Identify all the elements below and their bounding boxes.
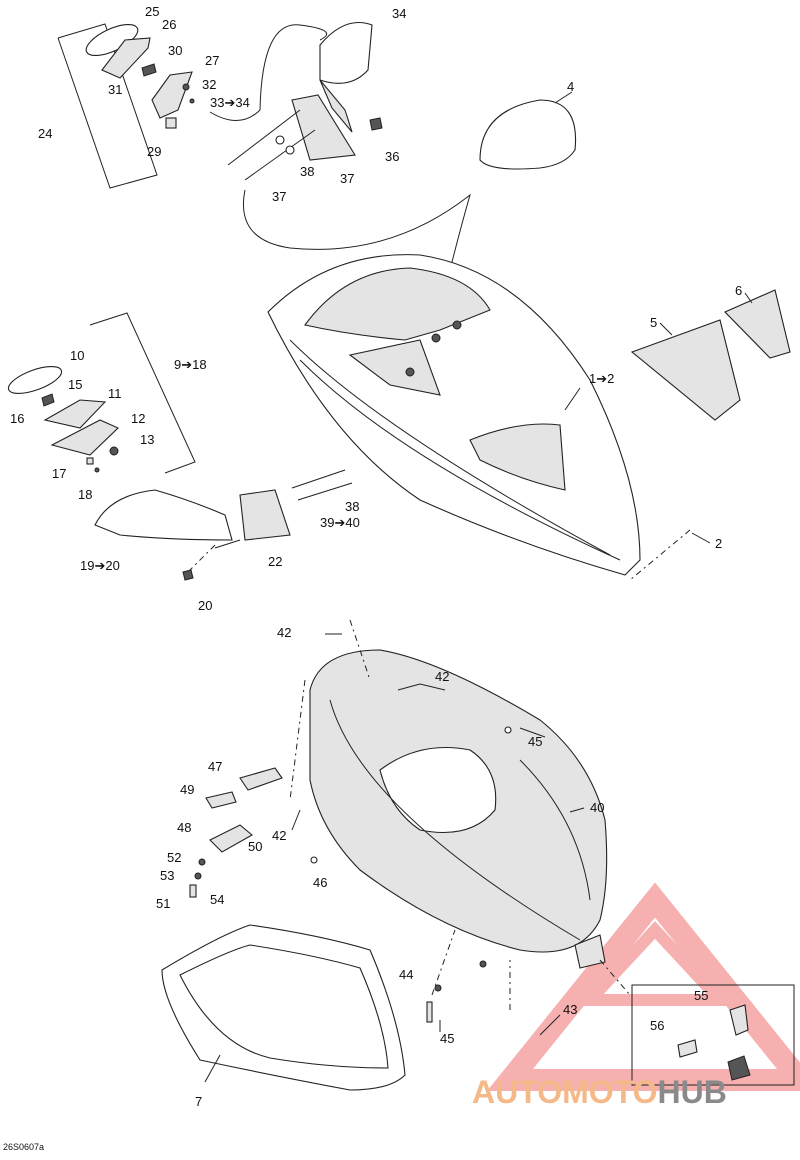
watermark-part2: HUB <box>657 1074 727 1110</box>
part-6-panel <box>724 289 791 359</box>
callout-47: 48 <box>177 820 192 835</box>
callout-50: 51 <box>156 896 171 911</box>
callout-33-34: 34 <box>392 6 407 21</box>
callout-38-mid: 39➔40 <box>320 515 360 530</box>
callout-4: 4 <box>567 79 575 94</box>
callout-12: 12 <box>131 411 146 426</box>
bolt-38-left <box>297 482 353 501</box>
callout-34: 36 <box>385 149 400 164</box>
callout-43: 44 <box>399 967 414 982</box>
callout-17: 17 <box>52 466 67 481</box>
callout-25: 26 <box>162 17 177 32</box>
callout-39-40: 40 <box>590 800 605 815</box>
leader-dash <box>189 544 216 571</box>
callout-19-20: 19➔20 <box>80 558 120 573</box>
screw-44 <box>426 1001 433 1023</box>
leader-dash <box>431 929 456 996</box>
callout-37-top: 37 <box>272 189 287 204</box>
callout-42-top: 42 <box>435 669 450 684</box>
callout-40: 42 <box>277 625 292 640</box>
callout-55: 56 <box>650 1018 665 1033</box>
seal-7 <box>161 924 406 1091</box>
callout-45-right: 45 <box>528 734 543 749</box>
latch-parts <box>189 767 283 898</box>
inset-parts <box>677 1004 751 1081</box>
callout-44: 45 <box>440 1031 455 1046</box>
callout-36: 37 <box>340 171 355 186</box>
callout-49: 50 <box>248 839 263 854</box>
callout-5: 5 <box>650 315 658 330</box>
callout-23-32: 24 <box>38 126 53 141</box>
callout-15: 15 <box>68 377 83 392</box>
callout-20: 20 <box>198 598 213 613</box>
callout-13: 13 <box>140 432 155 447</box>
callout-51: 52 <box>167 850 182 865</box>
callout-22: 22 <box>268 554 283 569</box>
leader-dash <box>289 679 306 801</box>
leader-curve-top <box>209 24 328 121</box>
part-4-cover <box>479 99 577 170</box>
callout-24: 25 <box>145 4 160 19</box>
hood-assembly-1-2 <box>267 254 641 576</box>
inset-box <box>631 984 795 1086</box>
callout-54: 55 <box>694 988 709 1003</box>
callout-6: 6 <box>735 283 743 298</box>
group-bracket-9-18 <box>89 312 196 474</box>
callout-46: 47 <box>208 759 223 774</box>
callout-45-left: 46 <box>313 875 328 890</box>
callout-48: 49 <box>180 782 195 797</box>
callout-29: 30 <box>168 43 183 58</box>
callout-11: 11 <box>108 386 122 401</box>
storage-bin-39-40 <box>309 649 608 969</box>
diagram-code: 26S0607a <box>3 1142 45 1152</box>
callout-52: 53 <box>160 868 175 883</box>
nut-45-left <box>310 856 318 864</box>
callout-38-top: 38 <box>300 164 315 179</box>
leader-curve-mid <box>243 189 471 271</box>
callout-10: 10 <box>70 348 85 363</box>
callout-27: 29 <box>147 144 162 159</box>
callout-9-18: 9➔18 <box>174 357 207 372</box>
mirror-parts-top-left <box>85 23 195 129</box>
mirror-bracket-22 <box>239 489 291 541</box>
callout-1-2: 1➔2 <box>589 371 615 386</box>
washer-43 <box>434 984 442 992</box>
watermark-logo <box>487 882 800 1091</box>
callout-42-left: 42 <box>272 828 287 843</box>
bolt-37-left <box>291 469 346 489</box>
washer-44 <box>479 960 487 968</box>
mirror-33-34 <box>227 21 383 181</box>
watermark-part1: AUTOMOTO <box>472 1074 658 1110</box>
watermark-text: AUTOMOTOHUB <box>472 1074 727 1111</box>
callout-18: 18 <box>78 487 93 502</box>
callout-30: 31 <box>108 82 123 97</box>
callout-42-bottom: 43 <box>563 1002 578 1017</box>
nut-45-right <box>504 726 512 734</box>
leader-dash <box>629 529 691 581</box>
callout-16: 16 <box>10 411 25 426</box>
nut-20 <box>182 569 194 581</box>
part-5-panel <box>630 319 741 421</box>
group-bracket-23-32 <box>57 23 158 189</box>
callout-7: 7 <box>195 1094 203 1109</box>
callout-31: 32 <box>202 77 217 92</box>
callout-53: 54 <box>210 892 225 907</box>
mirror-parts-left <box>7 366 119 473</box>
callout-37-mid: 38 <box>345 499 360 514</box>
callout-32: 33➔34 <box>210 95 250 110</box>
leader-lines <box>204 91 753 1083</box>
mirror-19-20 <box>94 489 233 541</box>
callout-26: 27 <box>205 53 220 68</box>
callout-2: 2 <box>715 536 723 551</box>
leader-dash <box>349 619 371 681</box>
